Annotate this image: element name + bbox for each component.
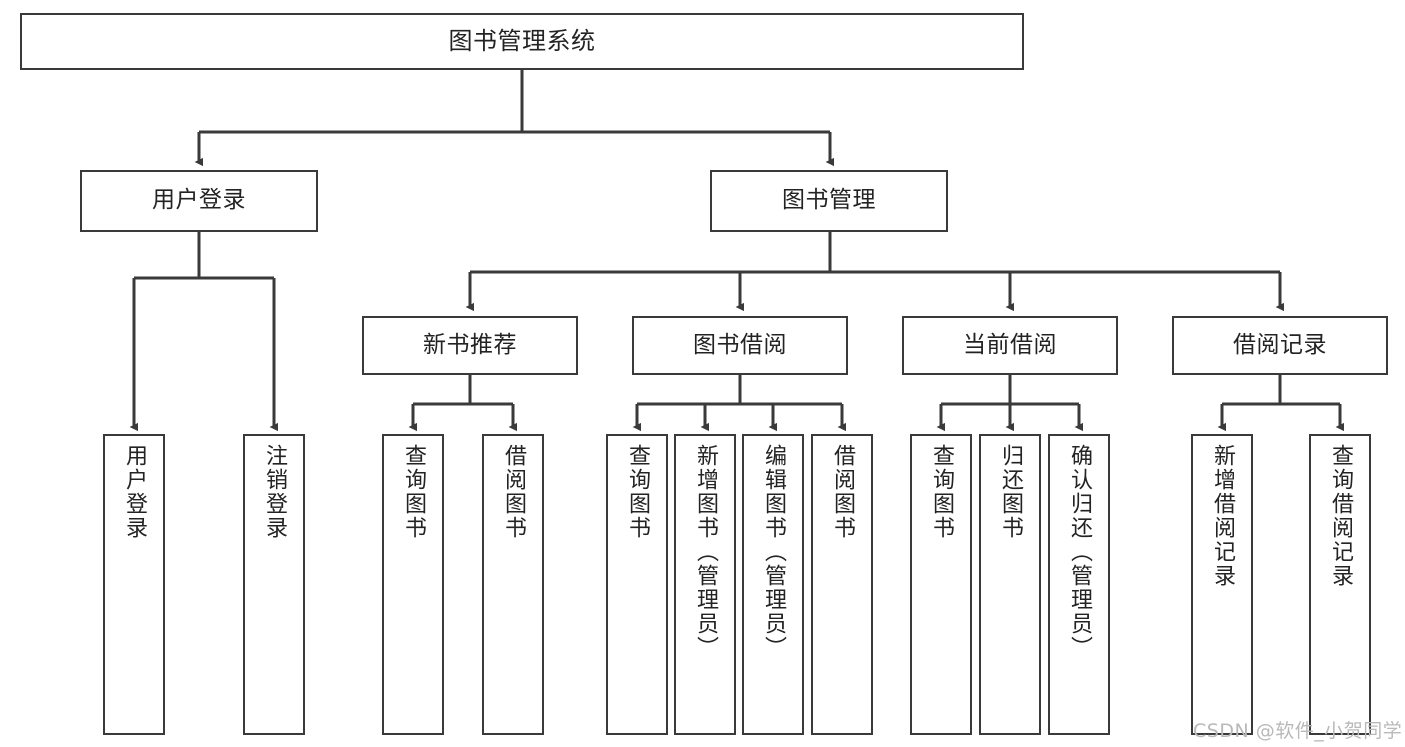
node-label: 注销登录 — [262, 444, 287, 540]
node-label: 用户登录 — [152, 187, 246, 214]
node-label: 新增借阅记录 — [1210, 444, 1235, 588]
node-new-book-recommend[interactable]: 新书推荐 — [362, 316, 578, 375]
node-label: 借阅记录 — [1233, 331, 1327, 358]
node-book-management[interactable]: 图书管理 — [710, 170, 948, 232]
node-root-book-management-system[interactable]: 图书管理系统 — [20, 13, 1024, 70]
node-label: 编辑图书（管理员） — [761, 444, 786, 660]
node-label: 查询图书 — [401, 444, 426, 540]
leaf-new-book-query-books[interactable]: 查询图书 — [382, 434, 444, 735]
node-user-login[interactable]: 用户登录 — [80, 170, 318, 232]
leaf-record-add-borrow-record[interactable]: 新增借阅记录 — [1191, 434, 1253, 735]
leaf-current-confirm-return-admin[interactable]: 确认归还（管理员） — [1048, 434, 1110, 735]
node-label: 图书借阅 — [693, 331, 787, 358]
node-label: 用户登录 — [122, 444, 147, 540]
node-label: 查询借阅记录 — [1328, 444, 1353, 588]
node-label: 借阅图书 — [501, 444, 526, 540]
node-label: 确认归还（管理员） — [1067, 444, 1092, 660]
leaf-borrow-edit-book-admin[interactable]: 编辑图书（管理员） — [742, 434, 804, 735]
leaf-current-return-books[interactable]: 归还图书 — [979, 434, 1041, 735]
node-label: 查询图书 — [625, 444, 650, 540]
node-borrow-record[interactable]: 借阅记录 — [1172, 316, 1388, 375]
node-label: 新增图书（管理员） — [693, 444, 718, 660]
node-label: 借阅图书 — [830, 444, 855, 540]
leaf-user-login[interactable]: 用户登录 — [103, 434, 165, 735]
node-label: 查询图书 — [929, 444, 954, 540]
leaf-borrow-query-books[interactable]: 查询图书 — [606, 434, 668, 735]
node-label: 新书推荐 — [423, 331, 517, 358]
leaf-logout[interactable]: 注销登录 — [243, 434, 305, 735]
node-label: 图书管理系统 — [448, 27, 596, 56]
csdn-watermark: CSDN @软件_小贺同学 — [1193, 720, 1403, 742]
leaf-record-query-borrow-record[interactable]: 查询借阅记录 — [1309, 434, 1371, 735]
node-label: 归还图书 — [998, 444, 1023, 540]
node-book-borrow[interactable]: 图书借阅 — [632, 316, 848, 375]
leaf-borrow-add-book-admin[interactable]: 新增图书（管理员） — [674, 434, 736, 735]
leaf-current-query-books[interactable]: 查询图书 — [910, 434, 972, 735]
leaf-borrow-borrow-books[interactable]: 借阅图书 — [811, 434, 873, 735]
node-label: 当前借阅 — [963, 331, 1057, 358]
node-current-borrow[interactable]: 当前借阅 — [902, 316, 1118, 375]
node-label: 图书管理 — [782, 187, 876, 214]
leaf-new-book-borrow-books[interactable]: 借阅图书 — [482, 434, 544, 735]
